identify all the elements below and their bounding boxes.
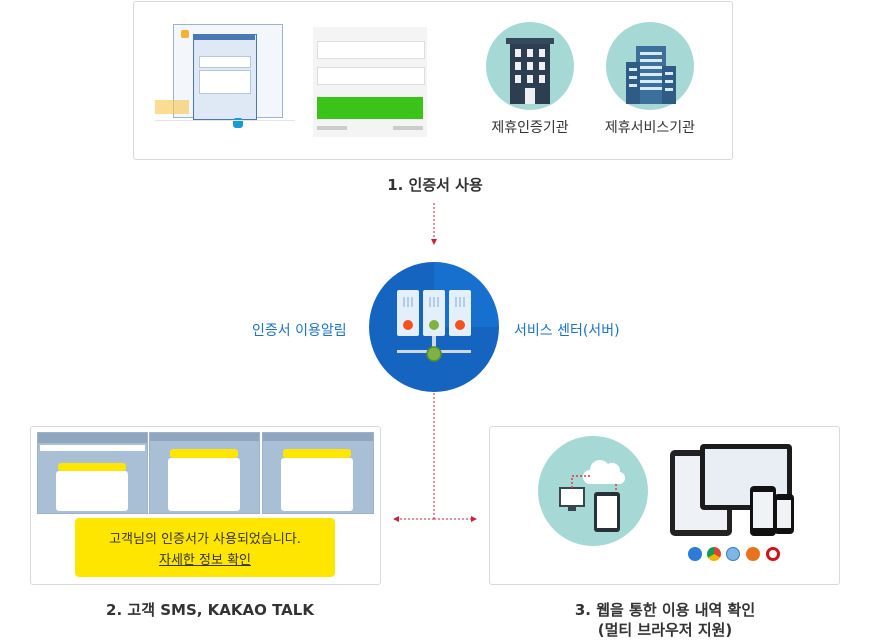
login-screenshot [313, 27, 427, 137]
sms-notification-bubble: 고객님의 인증서가 사용되었습니다. 자세한 정보 확인 [75, 518, 335, 577]
chrome-icon [707, 547, 721, 561]
cloud-devices-icon [538, 436, 648, 546]
service-agency-icon [606, 22, 694, 110]
server-icon [369, 262, 499, 392]
certification-agency-icon [486, 22, 574, 110]
org1-label: 제휴인증기관 [491, 120, 569, 136]
internet-explorer-icon [688, 547, 702, 561]
certificate-dialog-screenshot [155, 20, 295, 138]
sms-detail-link[interactable]: 자세한 정보 확인 [159, 553, 251, 568]
step2-title: 2. 고객 SMS, KAKAO TALK [106, 601, 314, 619]
kakao-screen-1 [37, 432, 148, 514]
server-label: 서비스 센터(서버) [514, 323, 620, 339]
sms-message: 고객님의 인증서가 사용되었습니다. [109, 532, 301, 547]
firefox-icon [746, 547, 760, 561]
login-button [317, 97, 423, 119]
opera-icon [766, 547, 780, 561]
kakao-screen-2 [149, 432, 260, 514]
kakao-screen-3 [262, 432, 374, 514]
org2-label: 제휴서비스기관 [604, 120, 696, 136]
browser-icons [686, 545, 784, 565]
step3-title: 3. 웹을 통한 이용 내역 확인 [574, 601, 756, 619]
multi-device-screenshot [670, 444, 794, 544]
safari-icon [726, 547, 740, 561]
notification-label: 인증서 이용알림 [252, 323, 347, 339]
step1-title: 1. 인증서 사용 [387, 176, 483, 194]
step3-subtitle: (멀티 브라우저 지원) [597, 621, 733, 639]
